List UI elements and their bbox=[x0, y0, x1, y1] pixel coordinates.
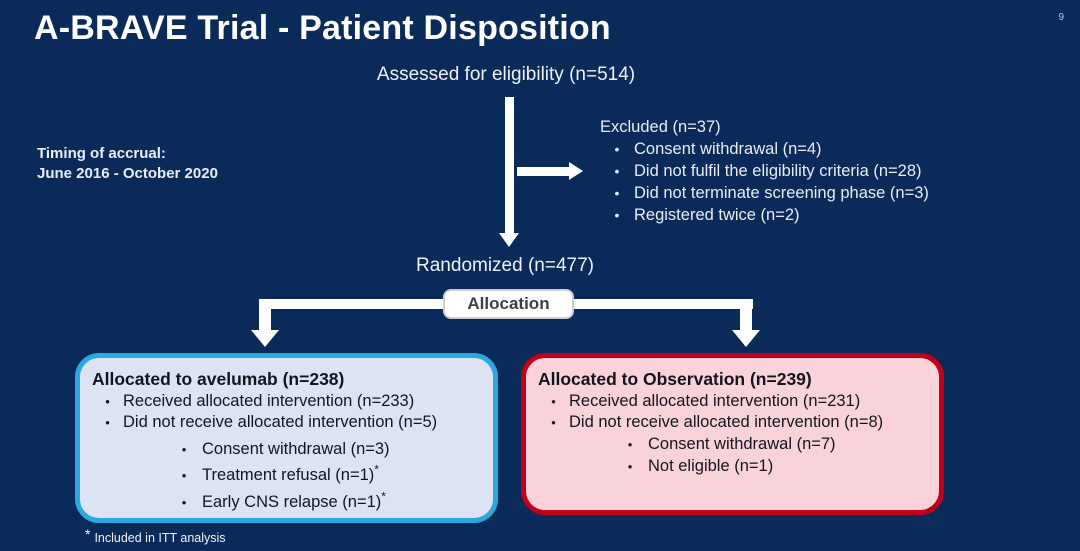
bullet-icon: • bbox=[551, 394, 556, 409]
asterisk-marker: * bbox=[85, 526, 91, 542]
asterisk: * bbox=[374, 462, 379, 477]
branch-left-vertical bbox=[259, 299, 271, 330]
avelumab-item-2: Did not receive allocated intervention (… bbox=[123, 413, 438, 431]
branch-right-arrow-head-icon bbox=[732, 330, 760, 347]
observation-box: Allocated to Observation (n=239) • Recei… bbox=[521, 353, 944, 515]
bullet-icon: • bbox=[614, 185, 620, 201]
page-title: A-BRAVE Trial - Patient Disposition bbox=[34, 9, 611, 47]
list-item: • Registered twice (n=2) bbox=[600, 204, 929, 226]
bullet-icon: • bbox=[181, 441, 187, 457]
list-item: • Received allocated intervention (n=231… bbox=[538, 391, 927, 412]
bullet-icon: • bbox=[105, 394, 110, 409]
avelumab-heading: Allocated to avelumab (n=238) bbox=[92, 369, 345, 389]
accrual-line-1: Timing of accrual: bbox=[37, 145, 166, 162]
bullet-icon: • bbox=[105, 415, 110, 430]
observation-sub-item-2: Not eligible (n=1) bbox=[648, 457, 774, 475]
list-item: • Did not receive allocated intervention… bbox=[538, 412, 927, 433]
excluded-item-4: Registered twice (n=2) bbox=[634, 206, 800, 224]
down-arrow-head-icon bbox=[499, 233, 519, 247]
bullet-icon: • bbox=[627, 437, 633, 452]
accrual-note: Timing of accrual: June 2016 - October 2… bbox=[37, 144, 218, 184]
sub-list-item: • Treatment refusal (n=1)* bbox=[92, 462, 481, 486]
bullet-icon: • bbox=[614, 141, 620, 157]
list-item: • Received allocated intervention (n=233… bbox=[92, 391, 481, 412]
asterisk: * bbox=[381, 489, 386, 503]
bullet-icon: • bbox=[627, 459, 633, 474]
bullet-icon: • bbox=[614, 207, 620, 223]
list-item: • Consent withdrawal (n=4) bbox=[600, 138, 929, 160]
observation-item-1: Received allocated intervention (n=231) bbox=[569, 392, 861, 410]
observation-sub-item-1: Consent withdrawal (n=7) bbox=[648, 435, 836, 453]
excluded-node: Excluded (n=37) • Consent withdrawal (n=… bbox=[600, 116, 929, 226]
sub-list-item: • Consent withdrawal (n=7) bbox=[538, 434, 927, 455]
branch-left-horizontal bbox=[262, 299, 443, 309]
list-item: • Did not receive allocated intervention… bbox=[92, 412, 481, 433]
list-item: • Did not terminate screening phase (n=3… bbox=[600, 182, 929, 204]
observation-item-2: Did not receive allocated intervention (… bbox=[569, 413, 884, 431]
observation-heading: Allocated to Observation (n=239) bbox=[538, 369, 812, 389]
footnote: *Included in ITT analysis bbox=[85, 526, 226, 545]
excluded-item-2: Did not fulfil the eligibility criteria … bbox=[634, 162, 922, 180]
bullet-icon: • bbox=[614, 163, 620, 179]
list-item: • Did not fulfil the eligibility criteri… bbox=[600, 160, 929, 182]
assessed-node: Assessed for eligibility (n=514) bbox=[376, 64, 636, 85]
bullet-icon: • bbox=[181, 468, 187, 483]
randomized-node: Randomized (n=477) bbox=[416, 255, 594, 276]
avelumab-sub-item-1: Consent withdrawal (n=3) bbox=[202, 439, 390, 458]
excluded-heading: Excluded (n=37) bbox=[600, 118, 721, 136]
bullet-icon: • bbox=[551, 415, 556, 430]
right-arrow-shaft bbox=[517, 167, 569, 176]
branch-left-arrow-head-icon bbox=[251, 330, 279, 347]
allocation-label: Allocation bbox=[443, 289, 574, 319]
footnote-text: Included in ITT analysis bbox=[94, 531, 226, 545]
avelumab-box: Allocated to avelumab (n=238) • Received… bbox=[75, 353, 498, 523]
sub-list-item: • Consent withdrawal (n=3) bbox=[92, 439, 481, 460]
sub-list-item: • Not eligible (n=1) bbox=[538, 456, 927, 477]
excluded-item-3: Did not terminate screening phase (n=3) bbox=[634, 184, 929, 202]
avelumab-item-1: Received allocated intervention (n=233) bbox=[123, 392, 415, 410]
right-arrow-head-icon bbox=[569, 162, 583, 180]
bullet-icon: • bbox=[181, 494, 187, 510]
excluded-item-1: Consent withdrawal (n=4) bbox=[634, 140, 822, 158]
branch-right-vertical bbox=[740, 299, 752, 330]
accrual-line-2: June 2016 - October 2020 bbox=[37, 165, 218, 182]
avelumab-sub-item-3: Early CNS relapse (n=1)* bbox=[202, 489, 386, 511]
branch-right-horizontal bbox=[574, 299, 753, 309]
down-arrow-shaft bbox=[505, 97, 514, 233]
sub-list-item: • Early CNS relapse (n=1)* bbox=[92, 489, 481, 513]
slide-number: 9 bbox=[1058, 12, 1064, 23]
avelumab-sub-item-2: Treatment refusal (n=1)* bbox=[202, 462, 379, 485]
